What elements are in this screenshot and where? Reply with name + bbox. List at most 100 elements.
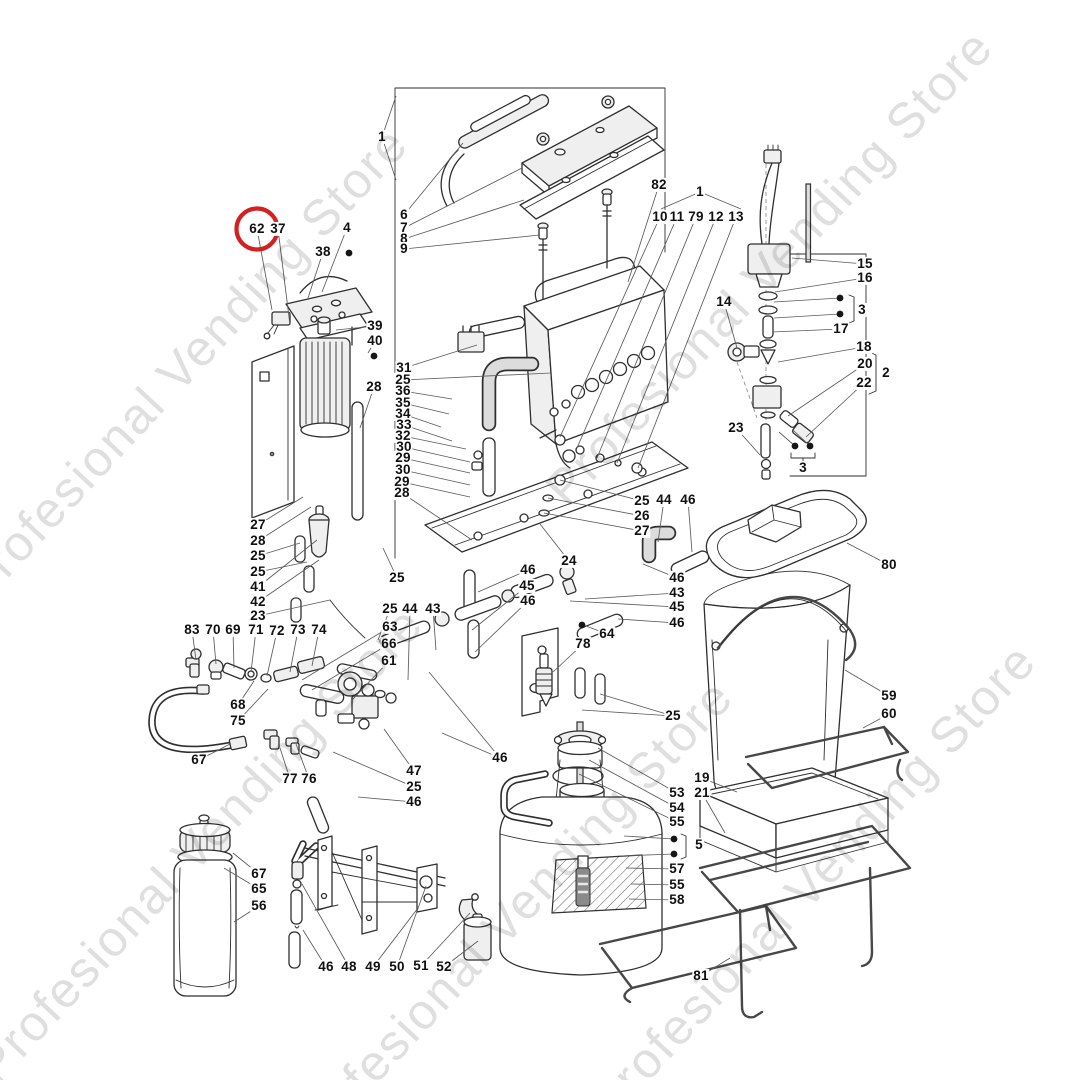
leader-line xyxy=(332,751,415,788)
callout-75: 75 xyxy=(229,712,247,729)
leader-line xyxy=(372,907,419,968)
callout-72: 72 xyxy=(268,622,286,639)
injector-bracket-assembly xyxy=(337,627,606,730)
microswitch xyxy=(271,311,291,326)
callout-30: 30 xyxy=(394,461,412,478)
leader-line xyxy=(403,344,478,369)
callout-22: 22 xyxy=(855,374,873,391)
leader-line xyxy=(401,492,473,541)
callout-16: 16 xyxy=(856,269,874,286)
callout-25: 25 xyxy=(249,547,267,564)
callout-21: 21 xyxy=(693,784,711,801)
callout-81: 81 xyxy=(692,967,710,984)
leader-line xyxy=(699,191,742,210)
callout-66: 66 xyxy=(380,635,398,652)
leader-line xyxy=(687,499,693,553)
bucket xyxy=(703,570,857,819)
callout-6: 6 xyxy=(399,206,409,223)
callout-23: 23 xyxy=(249,607,267,624)
callout-39: 39 xyxy=(366,317,384,334)
callout-71: 71 xyxy=(247,621,265,638)
long-tube xyxy=(351,401,364,521)
mounting-frame xyxy=(304,835,446,935)
bucket-lid xyxy=(705,489,867,579)
callout-82: 82 xyxy=(650,176,668,193)
cutaway-section xyxy=(551,854,647,914)
callout-37: 37 xyxy=(269,220,287,237)
callout-46: 46 xyxy=(491,749,509,766)
mounting-tray xyxy=(424,434,689,553)
leader-line xyxy=(381,136,397,181)
callout-46: 46 xyxy=(519,561,537,578)
callout-46: 46 xyxy=(317,958,335,975)
callout-56: 56 xyxy=(250,897,268,914)
bullet-marker xyxy=(370,352,378,360)
callout-50: 50 xyxy=(388,958,406,975)
leader-line xyxy=(474,600,529,653)
callout-47: 47 xyxy=(405,762,423,779)
bullet-marker xyxy=(345,249,353,257)
leader-line xyxy=(266,630,278,677)
callout-35: 35 xyxy=(394,394,412,411)
callout-28: 28 xyxy=(249,532,267,549)
callout-3: 3 xyxy=(798,459,808,476)
leader-line xyxy=(402,435,467,450)
callout-29: 29 xyxy=(393,473,411,490)
boiler-assembly xyxy=(457,256,669,469)
bullet-marker xyxy=(670,850,678,858)
callout-28: 28 xyxy=(393,484,411,501)
leader-line xyxy=(321,227,348,293)
bullet-marker xyxy=(806,442,814,450)
leader-line xyxy=(257,506,312,542)
callout-25: 25 xyxy=(381,600,399,617)
bullet-marker xyxy=(578,621,586,629)
callout-46: 46 xyxy=(519,592,537,609)
callout-76: 76 xyxy=(300,770,318,787)
callout-59: 59 xyxy=(880,687,898,704)
callout-1: 1 xyxy=(377,128,387,145)
leader-line xyxy=(791,257,866,265)
leader-line xyxy=(402,372,552,381)
bullet-marker xyxy=(836,294,844,302)
callout-25: 25 xyxy=(388,569,406,586)
leader-line xyxy=(771,328,842,333)
callout-31: 31 xyxy=(395,359,413,376)
callout-73: 73 xyxy=(289,621,307,638)
callout-67: 67 xyxy=(250,865,268,882)
leader-line xyxy=(402,469,471,486)
leader-line xyxy=(257,599,331,617)
wire-frame-lower xyxy=(598,904,798,1004)
callout-79: 79 xyxy=(687,208,705,225)
leader-line xyxy=(660,191,701,210)
leader-line xyxy=(403,234,541,250)
callout-55: 55 xyxy=(668,813,686,830)
callout-83: 83 xyxy=(183,621,201,638)
callout-49: 49 xyxy=(364,958,382,975)
callout-19: 19 xyxy=(693,769,711,786)
leader-line xyxy=(396,885,427,968)
stud-rod xyxy=(805,183,812,263)
leader-line xyxy=(559,216,661,438)
suction-canister xyxy=(499,721,663,976)
callout-9: 9 xyxy=(399,240,409,257)
side-panel xyxy=(251,345,295,519)
bullet-marker xyxy=(791,442,799,450)
callout-46: 46 xyxy=(668,569,686,586)
leader-line xyxy=(596,216,697,459)
leader-line xyxy=(805,382,865,438)
leader-line xyxy=(792,429,811,447)
filter-bottle xyxy=(173,814,237,997)
top-plate-assembly xyxy=(440,94,665,301)
callout-45: 45 xyxy=(668,598,686,615)
leader-line xyxy=(777,346,865,363)
leader-line xyxy=(301,883,350,968)
callout-45: 45 xyxy=(518,577,536,594)
callout-25: 25 xyxy=(249,563,267,580)
leader-line xyxy=(627,184,660,283)
inlet-valve-assembly xyxy=(727,144,815,480)
leader-line xyxy=(616,216,717,464)
callout-30: 30 xyxy=(395,438,413,455)
leader-line xyxy=(617,618,678,624)
